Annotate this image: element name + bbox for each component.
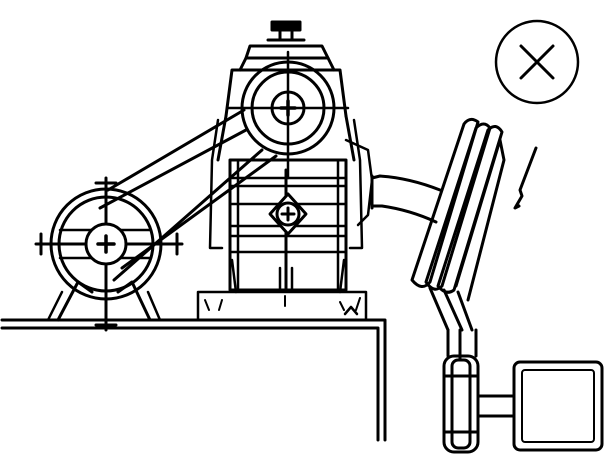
v-belt-drive (98, 108, 278, 282)
gearbox (208, 20, 374, 294)
end-block (512, 360, 604, 452)
close-button[interactable] (493, 18, 581, 106)
base-platform (0, 305, 387, 442)
close-icon (494, 19, 580, 105)
bracket-clip (513, 146, 538, 210)
electric-motor (34, 176, 184, 332)
tilted-belts (410, 117, 506, 332)
pulley-stack (442, 328, 516, 454)
mounting-plinth (196, 290, 368, 322)
output-shaft (370, 174, 442, 224)
